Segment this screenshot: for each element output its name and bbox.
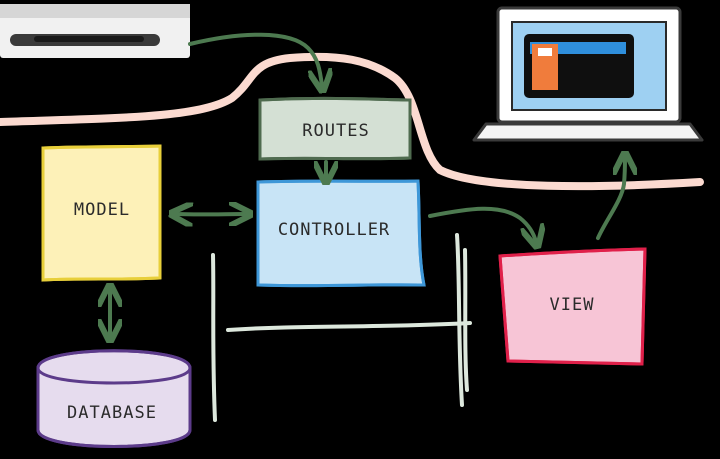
model-node: MODEL [41,144,162,282]
view-label: VIEW [550,295,595,315]
view-node: VIEW [498,247,647,366]
flow-arrows [110,32,625,336]
faint-feedback-lines [211,233,472,422]
routes-label: ROUTES [302,121,369,141]
arrow-view-to-laptop [596,158,625,240]
request-path [0,52,704,191]
controller-node: CONTROLLER [256,179,426,288]
database-label: DATABASE [67,403,157,423]
routes-node: ROUTES [258,96,412,161]
arrow-browser-to-routes [188,32,322,86]
browser-window-icon [0,4,190,58]
database-node: DATABASE [36,349,192,448]
controller-label: CONTROLLER [278,220,390,240]
model-label: MODEL [74,200,130,220]
arrow-controller-to-view [428,206,536,242]
laptop-icon [472,6,704,142]
